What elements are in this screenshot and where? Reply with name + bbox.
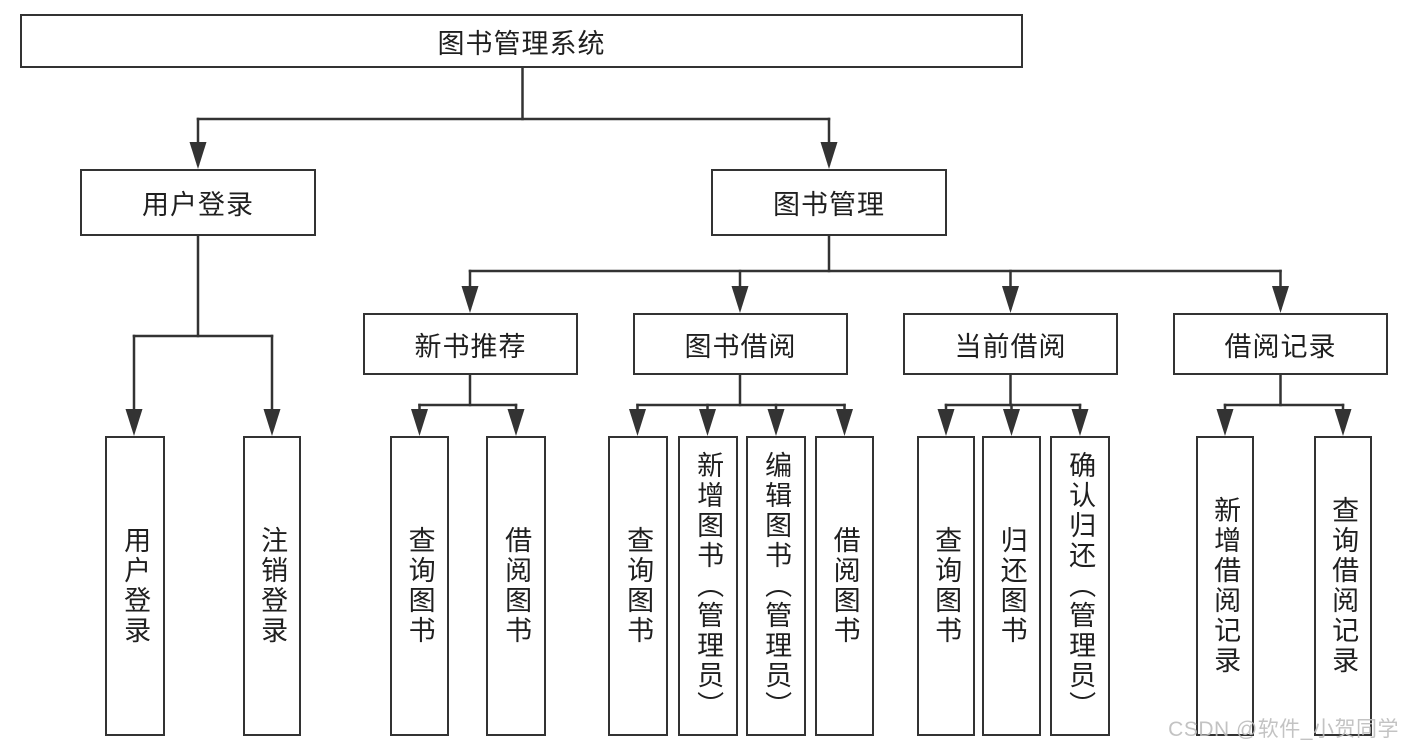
arrowhead: [767, 409, 785, 436]
leaf-bb-edit-books-admin-label: 编辑图书（管理员）: [761, 451, 792, 721]
node-user-login: 用户登录: [80, 169, 316, 236]
arrowhead: [263, 409, 281, 436]
node-book-borrow: 图书借阅: [633, 313, 848, 375]
leaf-cb-query-books-label: 查询图书: [931, 526, 962, 646]
arrowhead: [1071, 409, 1089, 436]
leaf-br-add-record-label: 新增借阅记录: [1210, 496, 1241, 676]
arrowhead: [507, 409, 525, 436]
leaf-cb-confirm-return-admin: 确认归还（管理员）: [1050, 436, 1110, 736]
arrowhead: [699, 409, 716, 436]
leaf-cb-return-books: 归还图书: [982, 436, 1041, 736]
csdn-watermark: CSDN @软件_小贺同学: [1168, 718, 1399, 741]
arrowhead: [731, 286, 749, 313]
arrowhead: [937, 409, 955, 436]
leaf-bb-query-books: 查询图书: [608, 436, 668, 736]
node-book-borrow-label: 图书借阅: [684, 331, 797, 362]
leaf-user-login: 用户登录: [105, 436, 165, 736]
leaf-bb-add-books-admin-label: 新增图书（管理员）: [693, 451, 724, 721]
leaf-cb-query-books: 查询图书: [917, 436, 975, 736]
node-current-borrow-label: 当前借阅: [954, 331, 1067, 362]
node-book-mgmt-label: 图书管理: [773, 190, 885, 220]
arrowhead: [411, 409, 428, 436]
node-borrow-records-label: 借阅记录: [1224, 331, 1337, 362]
node-new-book-rec-label: 新书推荐: [414, 331, 527, 362]
leaf-bb-add-books-admin: 新增图书（管理员）: [678, 436, 738, 736]
leaf-br-query-record: 查询借阅记录: [1314, 436, 1372, 736]
leaf-logout: 注销登录: [243, 436, 301, 736]
arrowhead: [461, 286, 479, 313]
arrowhead: [189, 142, 207, 169]
leaf-rec-borrow-books-label: 借阅图书: [501, 526, 532, 646]
edges-new-book-rec-to-leaves: [411, 373, 525, 436]
arrowhead: [125, 409, 143, 436]
arrowhead: [820, 142, 838, 169]
node-root: 图书管理系统: [20, 14, 1023, 68]
leaf-rec-query-books-label: 查询图书: [404, 526, 435, 646]
arrowhead: [1272, 286, 1289, 313]
edges-borrow-records-to-leaves: [1216, 373, 1352, 436]
edges-user-login-to-leaves: [125, 234, 281, 436]
node-new-book-rec: 新书推荐: [363, 313, 578, 375]
node-user-login-label: 用户登录: [142, 190, 254, 220]
leaf-cb-return-books-label: 归还图书: [996, 526, 1027, 646]
leaf-bb-edit-books-admin: 编辑图书（管理员）: [746, 436, 806, 736]
arrowhead: [1003, 409, 1020, 436]
arrowhead: [836, 409, 853, 436]
edges-book-mgmt-to-level3: [461, 234, 1289, 313]
leaf-rec-borrow-books: 借阅图书: [486, 436, 546, 736]
node-book-mgmt: 图书管理: [711, 169, 947, 236]
node-borrow-records: 借阅记录: [1173, 313, 1388, 375]
leaf-br-query-record-label: 查询借阅记录: [1328, 496, 1359, 676]
leaf-rec-query-books: 查询图书: [390, 436, 449, 736]
arrowhead: [1002, 286, 1019, 313]
edges-root-to-level2: [189, 66, 838, 169]
leaf-user-login-label: 用户登录: [120, 526, 151, 646]
edges-current-borrow-to-leaves: [937, 373, 1089, 436]
leaf-cb-confirm-return-admin-label: 确认归还（管理员）: [1065, 451, 1096, 721]
arrowhead: [629, 409, 646, 436]
arrowhead: [1216, 409, 1234, 436]
node-root-label: 图书管理系统: [437, 28, 606, 59]
edges-book-borrow-to-leaves: [629, 373, 853, 436]
leaf-br-add-record: 新增借阅记录: [1196, 436, 1254, 736]
leaf-bb-query-books-label: 查询图书: [623, 526, 654, 646]
arrowhead: [1334, 409, 1352, 436]
leaf-logout-label: 注销登录: [257, 526, 288, 646]
node-current-borrow: 当前借阅: [903, 313, 1118, 375]
leaf-bb-borrow-books-label: 借阅图书: [829, 526, 860, 646]
leaf-bb-borrow-books: 借阅图书: [815, 436, 874, 736]
